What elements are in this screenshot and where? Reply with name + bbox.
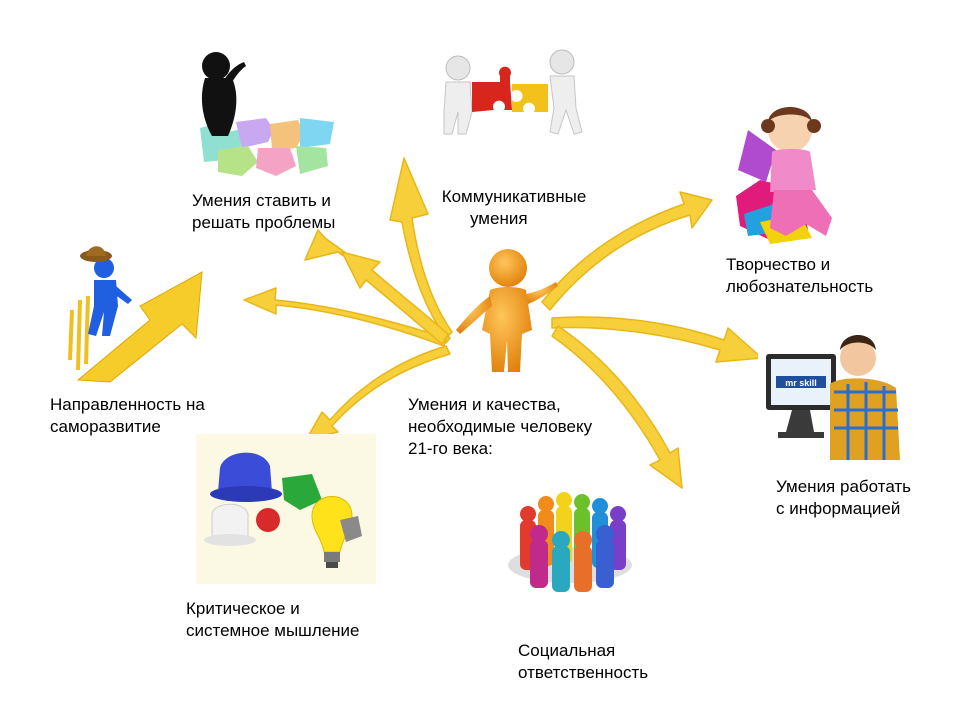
skill-label-line: Умения ставить и — [192, 191, 331, 210]
arrows — [243, 157, 763, 489]
skill-label-line: решать проблемы — [192, 213, 336, 232]
skill-label-critical: Критическое и системное мышление — [186, 598, 360, 642]
center-label-line: Умения и качества, — [408, 395, 561, 414]
communication-icon — [443, 49, 583, 135]
skill-label-information: Умения работать с информацией — [776, 476, 911, 520]
center-label-line: 21-го века: — [408, 439, 493, 458]
arrow-to-information — [551, 316, 763, 363]
skill-label-line: системное мышление — [186, 621, 360, 640]
skill-label-line: Умения работать — [776, 477, 912, 496]
computer-user-icon: mr skill — [758, 314, 908, 462]
skill-label-line: Коммуникативные — [441, 187, 587, 206]
skill-label-communication: Коммуникативные умения — [434, 186, 594, 230]
skill-label-line: Творчество и — [726, 255, 831, 274]
thinking-hats-bulb-icon — [196, 434, 376, 584]
growth-arrow-icon — [62, 242, 212, 383]
problem-solving-icon — [192, 52, 342, 178]
skill-label-line: ответственность — [518, 663, 649, 682]
creativity-icon — [736, 107, 832, 244]
skill-label-line: Направленность на — [50, 395, 205, 414]
center-label: Умения и качества, необходимые человеку … — [408, 394, 592, 460]
skill-label-line: Критическое и — [186, 599, 300, 618]
skill-label-creativity: Творчество и любознательность — [726, 254, 873, 298]
skill-label-social: Социальная ответственность — [518, 640, 648, 684]
skill-label-line: с информацией — [776, 499, 901, 518]
skill-label-problems: Умения ставить и решать проблемы — [192, 190, 335, 234]
monitor-brand-label: mr skill — [785, 378, 817, 388]
center-label-line: необходимые человеку — [408, 417, 593, 436]
skill-label-self-development: Направленность на саморазвитие — [50, 394, 205, 438]
social-group-icon — [508, 492, 632, 592]
skill-label-line: саморазвитие — [50, 417, 161, 436]
skill-label-line: Социальная — [518, 641, 616, 660]
skill-label-line: любознательность — [726, 277, 874, 296]
arrow-to-self-development — [243, 287, 447, 347]
arrow-to-communication-left — [341, 251, 449, 345]
central-figure-icon — [456, 249, 558, 372]
arrow-to-communication — [389, 157, 453, 339]
arrow-to-creativity — [541, 191, 713, 311]
arrow-to-social — [551, 325, 683, 489]
skill-label-line: умения — [470, 209, 528, 228]
